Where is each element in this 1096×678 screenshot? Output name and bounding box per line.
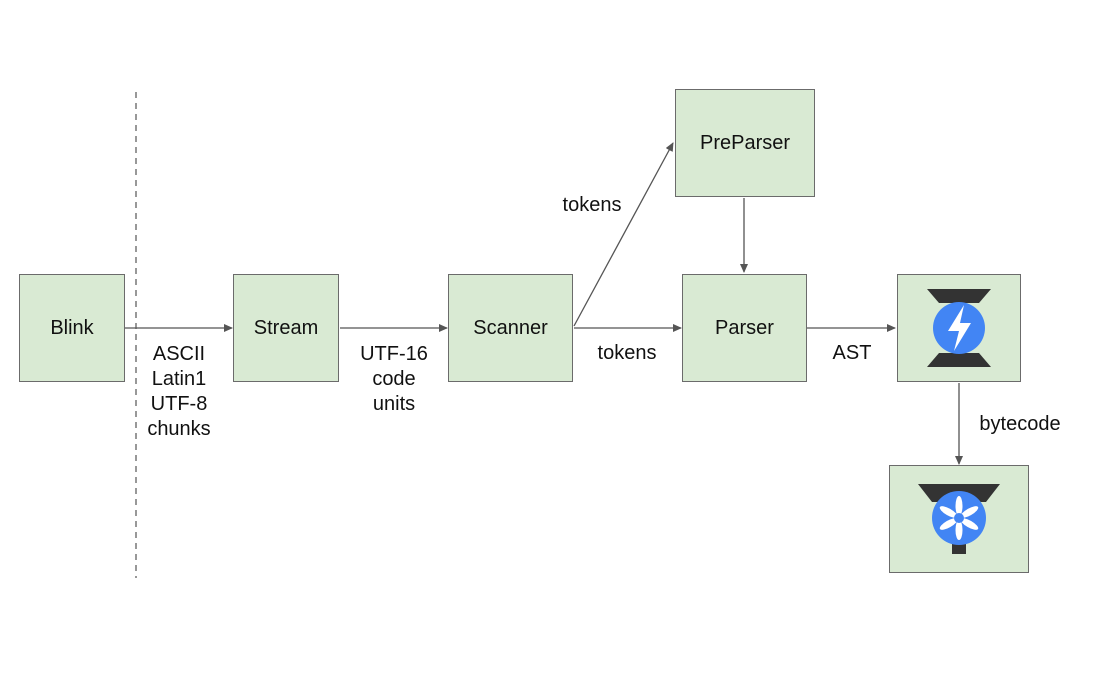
edge-label-line: units [372,393,416,415]
scanner-label: Scanner [473,316,548,339]
preparser-node: PreParser [675,89,815,197]
arrow-scanner-to-preparser [573,142,674,327]
edge-label-scanner-parser: tokens [597,342,657,364]
edge-label-blink-stream: ASCII Latin1 UTF-8 chunks [139,342,219,442]
scanner-node: Scanner [448,274,573,382]
ignition-icon [927,289,991,367]
edge-label-line: code [372,368,416,390]
stream-node: Stream [233,274,339,382]
blink-label: Blink [50,316,94,339]
edge-label-line: Latin1 [151,368,207,390]
edge-label-scanner-preparser: tokens [562,194,622,216]
turbofan-icon [918,484,1000,554]
edge-label-line: ASCII [152,343,206,365]
edge-label-line: UTF-8 [150,393,208,415]
edge-label-stream-scanner: UTF-16 code units [350,342,438,417]
interpreter-node [897,274,1021,382]
blink-node: Blink [19,274,125,382]
parser-label: Parser [715,316,774,339]
parser-node: Parser [682,274,807,382]
edge-label-parser-interpreter: AST [832,342,872,364]
compiler-node [889,465,1029,573]
edge-label-line: UTF-16 [360,343,428,365]
stream-label: Stream [253,316,319,339]
preparser-label: PreParser [699,131,791,154]
edge-label-line: chunks [147,418,211,440]
edge-label-interpreter-compiler: bytecode [979,413,1061,435]
